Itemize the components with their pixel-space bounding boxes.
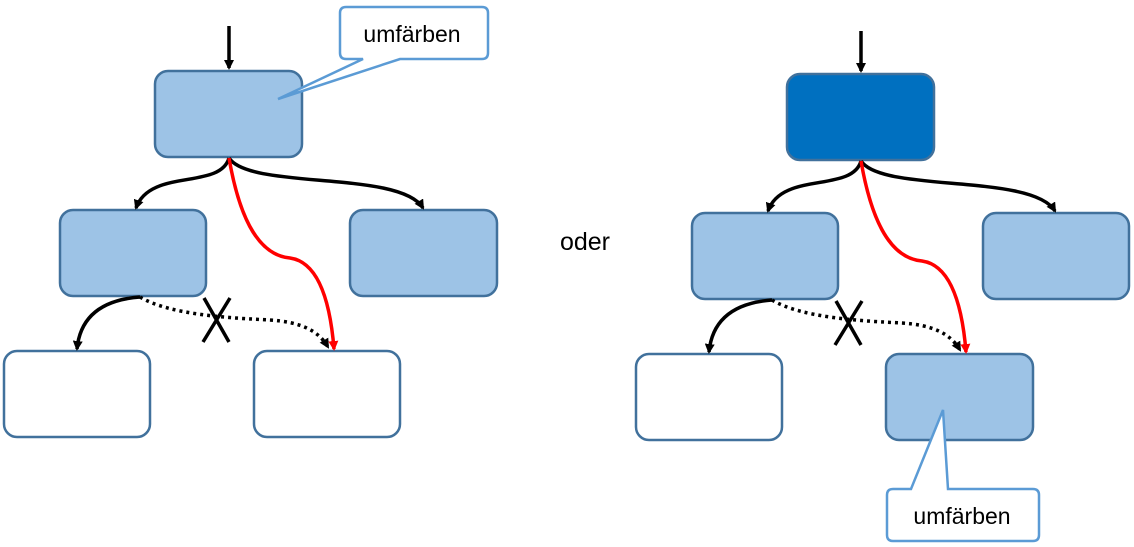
- left-root-node: [153, 69, 304, 159]
- right-child-right-node: [981, 211, 1131, 301]
- left-child-right-node: [348, 208, 499, 298]
- right-edge-root-to-left: [765, 160, 863, 213]
- right-edge-blocked-dotted: [771, 298, 962, 352]
- left-callout-text: umfärben: [363, 21, 460, 47]
- right-root-node: [785, 72, 936, 162]
- left-edge-root-to-grandchild-red: [227, 157, 339, 351]
- right-edge-root-to-grandchild-red: [859, 160, 971, 354]
- left-edge-root-to-left: [133, 157, 231, 210]
- right-child-left-node: [690, 211, 840, 301]
- left-edge-blocked-dotted: [139, 295, 330, 349]
- right-callout: umfärben: [885, 409, 1041, 543]
- left-x-mark-icon: [201, 297, 232, 343]
- left-grandchild-right-node: [252, 349, 402, 439]
- right-callout-text: umfärben: [913, 503, 1010, 529]
- right-edge-child-to-grandchild-left: [704, 298, 773, 354]
- right-grandchild-right-node: [884, 352, 1035, 442]
- left-edge-child-to-grandchild-left: [72, 295, 141, 351]
- right-edge-root-to-right: [859, 159, 1057, 213]
- left-tree: umfärben: [2, 5, 499, 439]
- separator-label: oder: [560, 228, 610, 256]
- left-child-left-node: [58, 208, 208, 298]
- right-tree: umfärben: [634, 31, 1131, 543]
- left-edge-root-to-right: [227, 156, 425, 210]
- left-grandchild-left-node: [2, 349, 152, 439]
- left-callout: umfärben: [277, 5, 490, 101]
- right-x-mark-icon: [833, 300, 864, 346]
- right-grandchild-left-node: [634, 352, 784, 442]
